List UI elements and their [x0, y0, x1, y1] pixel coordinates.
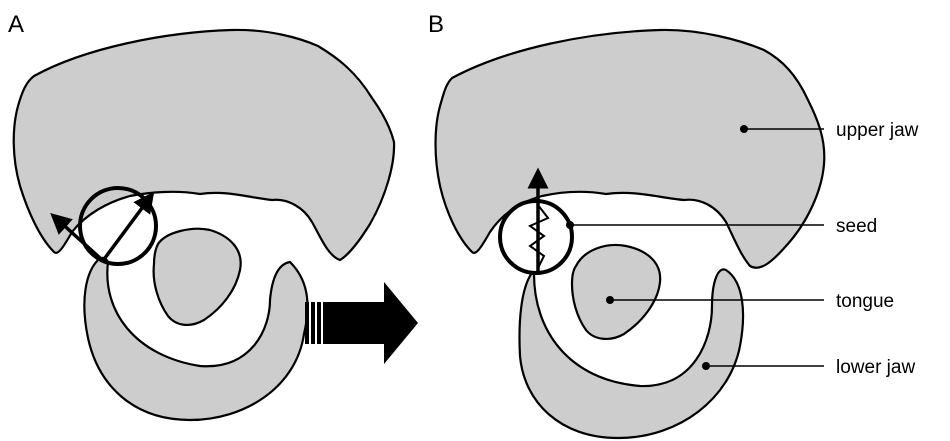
panel-a: A — [8, 11, 418, 420]
panel-b-upper-jaw — [436, 30, 825, 268]
panel-b-tongue — [572, 245, 660, 339]
panel-a-tongue — [154, 229, 241, 325]
panel-b-seed — [500, 201, 572, 273]
panel-a-label: A — [8, 11, 24, 38]
panel-b: B upper jaw seed tongue lower jaw — [428, 11, 919, 438]
lower-jaw-label: lower jaw — [836, 357, 915, 378]
panel-a-upper-jaw — [14, 30, 394, 260]
transition-arrow — [305, 282, 418, 364]
seed-label: seed — [836, 216, 877, 237]
panel-a-force-arrow-diagonal — [102, 200, 148, 262]
panel-b-label: B — [428, 11, 444, 38]
tongue-label: tongue — [836, 291, 894, 312]
upper-jaw-label: upper jaw — [836, 120, 919, 141]
